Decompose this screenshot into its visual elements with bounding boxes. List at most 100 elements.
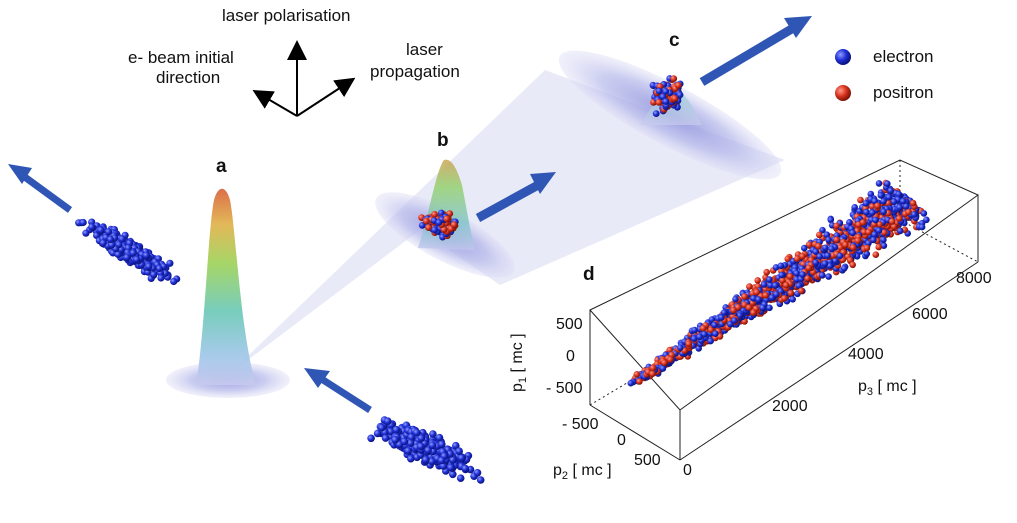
electron-particle xyxy=(417,442,425,451)
electron-particle xyxy=(404,447,412,455)
positron-particle xyxy=(754,277,761,284)
electron-particle xyxy=(108,241,116,249)
p2-tick-0: 0 xyxy=(617,432,626,449)
electron-particle xyxy=(422,455,430,464)
electron-particle xyxy=(851,204,858,211)
pair-distribution-plot-d xyxy=(627,179,930,387)
laser-propagation-label-line1: laser xyxy=(406,40,443,59)
p3-tick-2000: 2000 xyxy=(772,398,808,415)
electron-particle xyxy=(659,365,667,372)
electron-particle xyxy=(826,262,834,270)
electron-particle xyxy=(696,333,703,341)
electron-particle xyxy=(406,439,415,448)
electron-particle xyxy=(166,259,174,267)
positron-particle xyxy=(750,309,757,317)
electron-particle xyxy=(435,433,444,442)
positron-particle xyxy=(849,261,856,269)
electron-particle xyxy=(773,291,780,298)
positron-particle xyxy=(793,255,801,263)
legend-electron-label: electron xyxy=(873,47,934,66)
electron-particle xyxy=(836,252,844,260)
electron-particle xyxy=(118,235,126,243)
electron-particle xyxy=(407,454,415,463)
electron-particle xyxy=(662,88,670,95)
electron-particle xyxy=(872,216,879,224)
electron-particle xyxy=(731,317,738,324)
legend-positron-label: positron xyxy=(873,83,934,102)
electron-particle xyxy=(429,430,437,438)
electron-particle xyxy=(123,253,131,261)
electron-particle xyxy=(760,281,768,288)
electron-particle xyxy=(99,239,107,247)
electron-particle xyxy=(170,277,178,286)
positron-particle xyxy=(896,215,903,222)
electron-particle xyxy=(759,304,766,312)
electron-particle xyxy=(115,241,123,249)
electron-particle xyxy=(778,271,785,279)
positron-particle xyxy=(671,95,679,102)
electron-particle xyxy=(766,276,773,283)
electron-particle xyxy=(777,262,785,270)
electron-particle xyxy=(825,273,832,280)
electron-particle xyxy=(899,197,907,205)
p3-tick-8000: 8000 xyxy=(956,270,992,287)
electron-particle xyxy=(822,244,829,252)
positron-particle xyxy=(909,199,917,207)
electron-particle xyxy=(718,314,725,321)
electron-particle xyxy=(920,210,928,217)
electron-particle xyxy=(840,265,848,272)
electron-particle xyxy=(708,316,716,323)
positron-particle xyxy=(872,251,880,258)
p2-tick-minus500: - 500 xyxy=(562,416,599,433)
positron-particle xyxy=(636,378,643,385)
electron-particle xyxy=(677,344,684,352)
positron-particle xyxy=(833,236,840,244)
electron-particle xyxy=(150,271,158,279)
electron-cloud-outgoing xyxy=(75,218,181,286)
positron-particle xyxy=(746,283,753,290)
positron-particle xyxy=(816,231,823,239)
electron-particle xyxy=(816,253,823,260)
electron-cloud-incoming xyxy=(367,416,485,484)
electron-particle xyxy=(407,433,416,442)
electron-particle xyxy=(129,249,137,257)
electron-particle xyxy=(870,236,877,244)
electron-particle xyxy=(827,216,835,224)
positron-particle xyxy=(685,340,692,348)
electron-particle xyxy=(918,223,926,231)
electron-particle xyxy=(106,235,115,243)
arrow-incoming-bottom xyxy=(304,368,372,413)
electron-particle xyxy=(437,456,446,465)
electron-particle xyxy=(821,260,829,267)
electron-particle xyxy=(435,219,443,226)
electron-particle xyxy=(377,423,386,432)
electron-particle xyxy=(431,226,438,234)
electron-particle xyxy=(825,236,832,244)
electron-particle xyxy=(766,304,773,312)
electron-particle xyxy=(384,417,392,426)
positron-particle xyxy=(888,218,896,225)
electron-particle xyxy=(884,180,891,187)
coordinate-axes xyxy=(252,40,356,117)
electron-particle xyxy=(832,257,839,265)
electron-particle xyxy=(455,447,464,456)
electron-particle xyxy=(875,180,883,187)
electron-particle xyxy=(157,274,165,282)
electron-particle xyxy=(750,295,757,302)
positron-particle xyxy=(431,211,438,218)
positron-particle xyxy=(649,370,656,378)
electron-particle xyxy=(793,270,800,277)
positron-particle xyxy=(842,241,849,249)
electron-particle xyxy=(828,245,835,253)
electron-particle xyxy=(707,337,714,345)
electron-particle xyxy=(862,200,870,207)
positron-particle xyxy=(661,359,668,367)
electron-particle xyxy=(767,281,774,289)
electron-particle xyxy=(867,190,875,198)
electron-particle xyxy=(627,379,635,387)
electron-particle xyxy=(896,204,903,211)
electron-particle xyxy=(812,259,819,266)
electron-particle xyxy=(449,456,457,464)
electron-particle xyxy=(449,470,457,479)
panel-label-a: a xyxy=(216,156,227,177)
